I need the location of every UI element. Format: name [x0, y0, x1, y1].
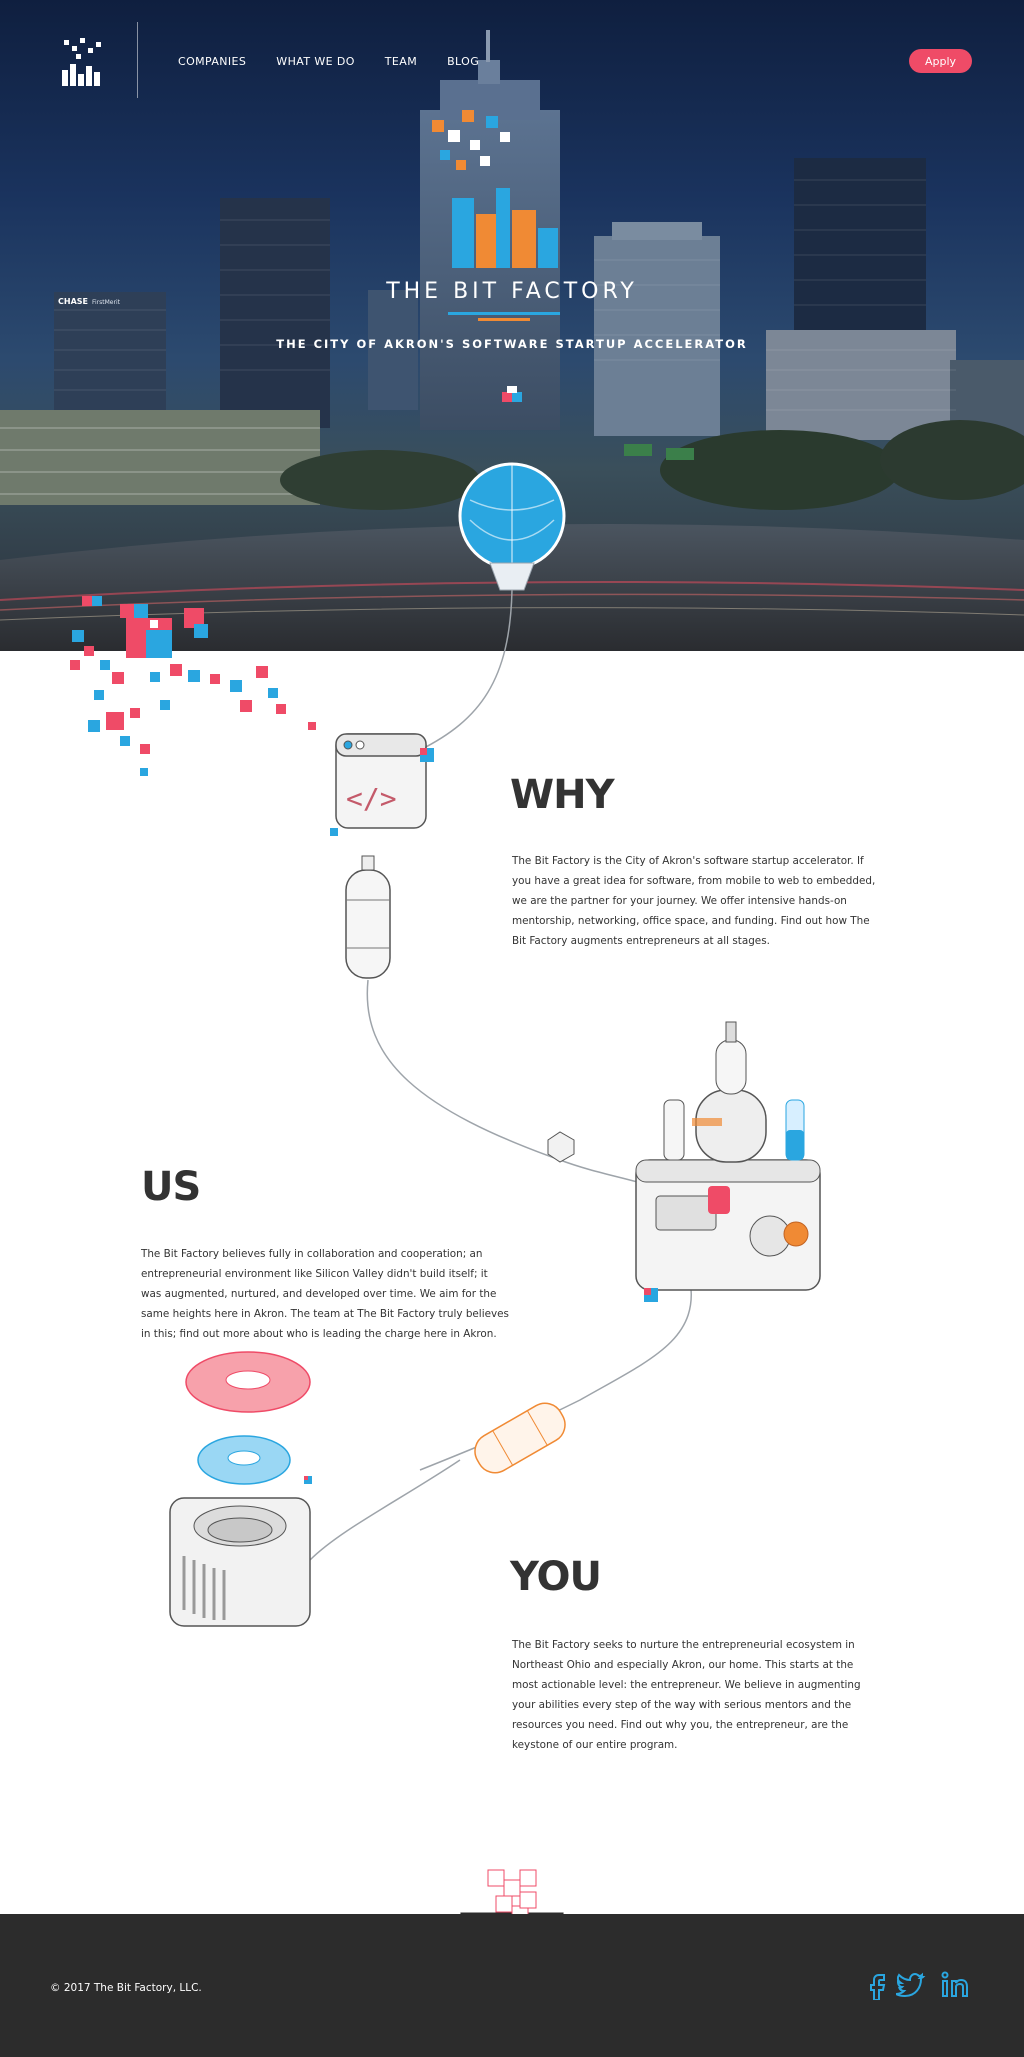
twitter-icon[interactable]: [896, 1970, 926, 2000]
process-illustration: </>: [70, 589, 821, 1914]
nav-link-team[interactable]: TEAM: [384, 55, 418, 68]
hero-banner: CHASE FirstMerit: [0, 0, 1024, 651]
chase-sign: CHASE: [58, 297, 88, 306]
footer-keystone-graphic: [460, 1869, 564, 1914]
balloon-illustration: [458, 462, 566, 591]
footer: © 2017 The Bit Factory, LLC.: [0, 1914, 1024, 2057]
donut-stack-illustration: [169, 1351, 312, 1627]
section-text-us: The Bit Factory believes fully in collab…: [141, 1248, 509, 1340]
section-text-why: The Bit Factory is the City of Akron's s…: [512, 855, 876, 947]
top-navigation: COMPANIES WHAT WE DO TEAM BLOG Apply: [0, 0, 1024, 100]
linkedin-icon[interactable]: [940, 1970, 970, 2000]
hero-cube-icon: [502, 386, 522, 402]
firstmerit-sign: FirstMerit: [92, 299, 121, 306]
svg-text:</>: </>: [346, 782, 397, 815]
hero-title: THE BIT FACTORY: [386, 279, 638, 304]
apply-button[interactable]: Apply: [909, 49, 972, 73]
section-heading-why: WHY: [510, 772, 615, 818]
nav-link-what-we-do[interactable]: WHAT WE DO: [276, 55, 355, 68]
hero-subtitle: THE CITY OF AKRON'S SOFTWARE STARTUP ACC…: [276, 337, 748, 351]
facebook-icon[interactable]: [862, 1970, 892, 2000]
section-text-you: The Bit Factory seeks to nurture the ent…: [512, 1639, 861, 1751]
nav-link-companies[interactable]: COMPANIES: [178, 55, 247, 68]
machine-illustration: [635, 1021, 821, 1291]
section-heading-you: YOU: [510, 1554, 602, 1600]
copyright-text: © 2017 The Bit Factory, LLC.: [50, 1982, 202, 1994]
section-heading-us: US: [141, 1164, 201, 1210]
small-cube: [547, 1131, 575, 1163]
hero-logo-graphic: [432, 110, 560, 321]
pixel-cube-cluster: [70, 596, 316, 776]
bit-factory-logo-icon[interactable]: [60, 36, 108, 88]
capsule-illustration: [345, 855, 391, 979]
code-window-illustration: </>: [330, 733, 434, 836]
orange-capsule-illustration: [474, 1402, 566, 1474]
nav-links: COMPANIES WHAT WE DO TEAM BLOG: [178, 55, 479, 68]
nav-divider: [137, 22, 138, 98]
city-skyline-illustration: CHASE FirstMerit: [0, 30, 1024, 651]
nav-link-blog[interactable]: BLOG: [447, 55, 480, 68]
small-cube-2: [644, 1288, 658, 1302]
